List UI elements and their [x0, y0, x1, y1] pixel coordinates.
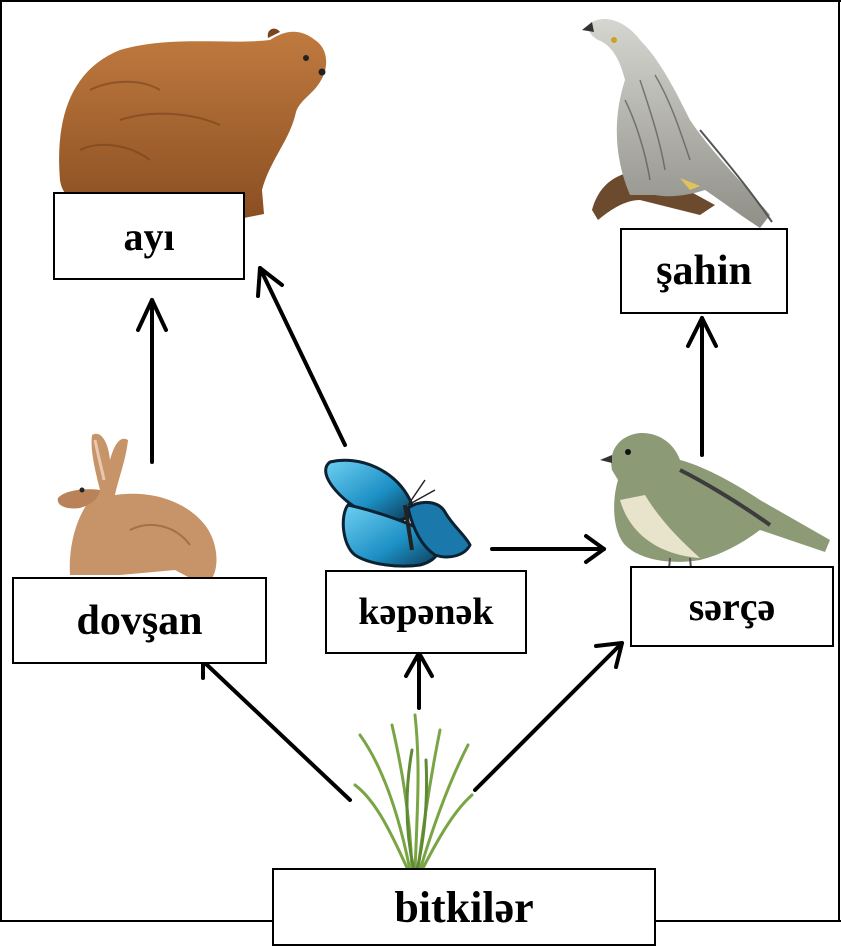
arrow-plants-to-rabbit	[201, 661, 352, 802]
arrow-plants-to-sparrow	[473, 641, 624, 792]
grass-illustration	[353, 713, 474, 872]
arrow-plants-to-butterfly	[404, 651, 434, 710]
sparrow-illustration	[600, 432, 830, 581]
node-rabbit-label: dovşan	[12, 577, 267, 664]
arrow-rabbit-to-bear	[136, 298, 168, 464]
frame-top	[0, 0, 841, 2]
frame-right	[838, 0, 840, 922]
node-sparrow-label: sərçə	[630, 566, 834, 647]
arrow-butterfly-to-sparrow	[490, 534, 606, 564]
node-bear-label: ayı	[53, 192, 245, 280]
bear-illustration	[59, 28, 327, 218]
hawk-illustration	[582, 19, 773, 229]
arrow-sparrow-to-hawk	[686, 316, 718, 457]
node-plants-label: bitkilər	[272, 868, 656, 946]
node-butterfly-label: kəpənək	[325, 570, 527, 654]
frame-left	[0, 0, 2, 922]
node-hawk-label: şahin	[620, 228, 788, 314]
rabbit-illustration	[57, 433, 217, 578]
butterfly-illustration	[324, 458, 472, 568]
arrow-butterfly-to-bear	[256, 266, 347, 447]
arrows	[136, 266, 718, 802]
